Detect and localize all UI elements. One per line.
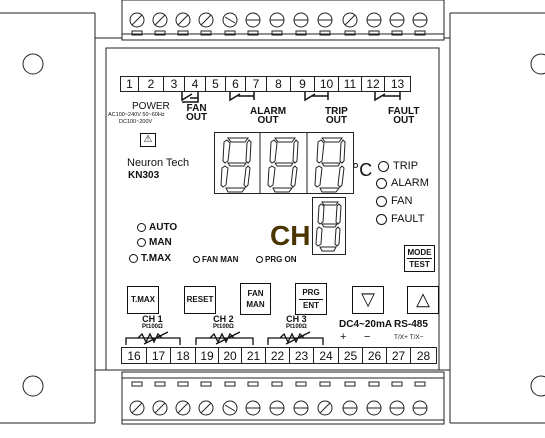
mode-test-badge: MODE TEST [404, 245, 435, 272]
rtd-sensor-symbols [125, 331, 324, 345]
down-arrow-icon: ▽ [361, 289, 375, 309]
bottom-terminal-23: 23 [289, 347, 314, 364]
bottom-terminal-18: 18 [170, 347, 196, 364]
temperature-display [214, 132, 354, 194]
fault-indicator: FAULT [376, 213, 424, 225]
bottom-terminal-19: 19 [195, 347, 219, 364]
channel-display [312, 197, 346, 255]
power-label: POWER [132, 101, 170, 112]
up-button[interactable]: △ [407, 286, 439, 314]
rs485-label: RS-485 [394, 319, 428, 330]
alarm-led-icon [376, 177, 387, 189]
bottom-terminal-20: 20 [218, 347, 242, 364]
digit-1 [220, 137, 252, 193]
prg-on-indicator: PRG ON [256, 255, 297, 264]
fan-man-led-icon [193, 256, 200, 263]
prg-ent-button[interactable]: PRG ENT [295, 283, 327, 315]
analog-minus: − [364, 331, 371, 343]
auto-led-icon [137, 223, 146, 232]
power-spec-dc: DC100~200V [119, 119, 153, 125]
bottom-terminal-27: 27 [386, 347, 411, 364]
tmax-indicator: T.MAX [129, 253, 171, 264]
bottom-terminal-22: 22 [265, 347, 290, 364]
man-led-icon [137, 238, 146, 247]
top-terminal-1: 1 [120, 76, 139, 92]
bottom-terminal-17: 17 [146, 347, 171, 364]
top-terminal-13: 13 [384, 76, 411, 92]
digit-2 [267, 137, 299, 193]
analog-output-label: DC4~20mA [339, 319, 393, 330]
fan-indicator: FAN [376, 195, 412, 207]
bottom-terminal-26: 26 [362, 347, 387, 364]
channel-digit [315, 201, 342, 252]
channel-label: CH [270, 220, 311, 251]
up-arrow-icon: △ [416, 289, 430, 309]
fan-led-icon [376, 195, 387, 207]
brand-name: Neuron Tech [127, 157, 190, 169]
power-spec-ac: AC100~240V 50~60Hz [108, 112, 165, 118]
fan-man-button[interactable]: FAN MAN [240, 283, 271, 315]
alarm-indicator: ALARM [376, 177, 429, 189]
fan-man-indicator: FAN MAN [193, 255, 238, 264]
down-button[interactable]: ▽ [352, 286, 384, 314]
relay-contact-symbols [181, 92, 401, 103]
trip-led-icon [378, 160, 389, 172]
prg-on-led-icon [256, 256, 263, 263]
tmax-button[interactable]: T.MAX [127, 286, 159, 314]
bottom-terminal-16: 16 [121, 347, 147, 364]
top-terminal-2: 2 [138, 76, 164, 92]
digit-3 [314, 137, 346, 193]
reset-button[interactable]: RESET [184, 286, 216, 314]
fault-led-icon [376, 213, 387, 225]
tmax-led-icon [129, 254, 138, 263]
model-number: KN303 [128, 170, 160, 181]
bottom-terminal-28: 28 [410, 347, 437, 364]
warning-icon: ⚠ [140, 133, 156, 147]
analog-plus: + [340, 331, 347, 343]
man-indicator: MAN [137, 237, 172, 248]
top-terminal-9: 9 [290, 76, 315, 92]
unit-celsius: °C [352, 160, 373, 180]
bottom-terminal-21: 21 [241, 347, 266, 364]
auto-indicator: AUTO [137, 222, 177, 233]
bottom-terminal-25: 25 [338, 347, 363, 364]
bottom-terminal-24: 24 [313, 347, 339, 364]
trip-indicator: TRIP [378, 160, 418, 172]
rs485-pins: T/X+ T/X− [394, 334, 424, 341]
